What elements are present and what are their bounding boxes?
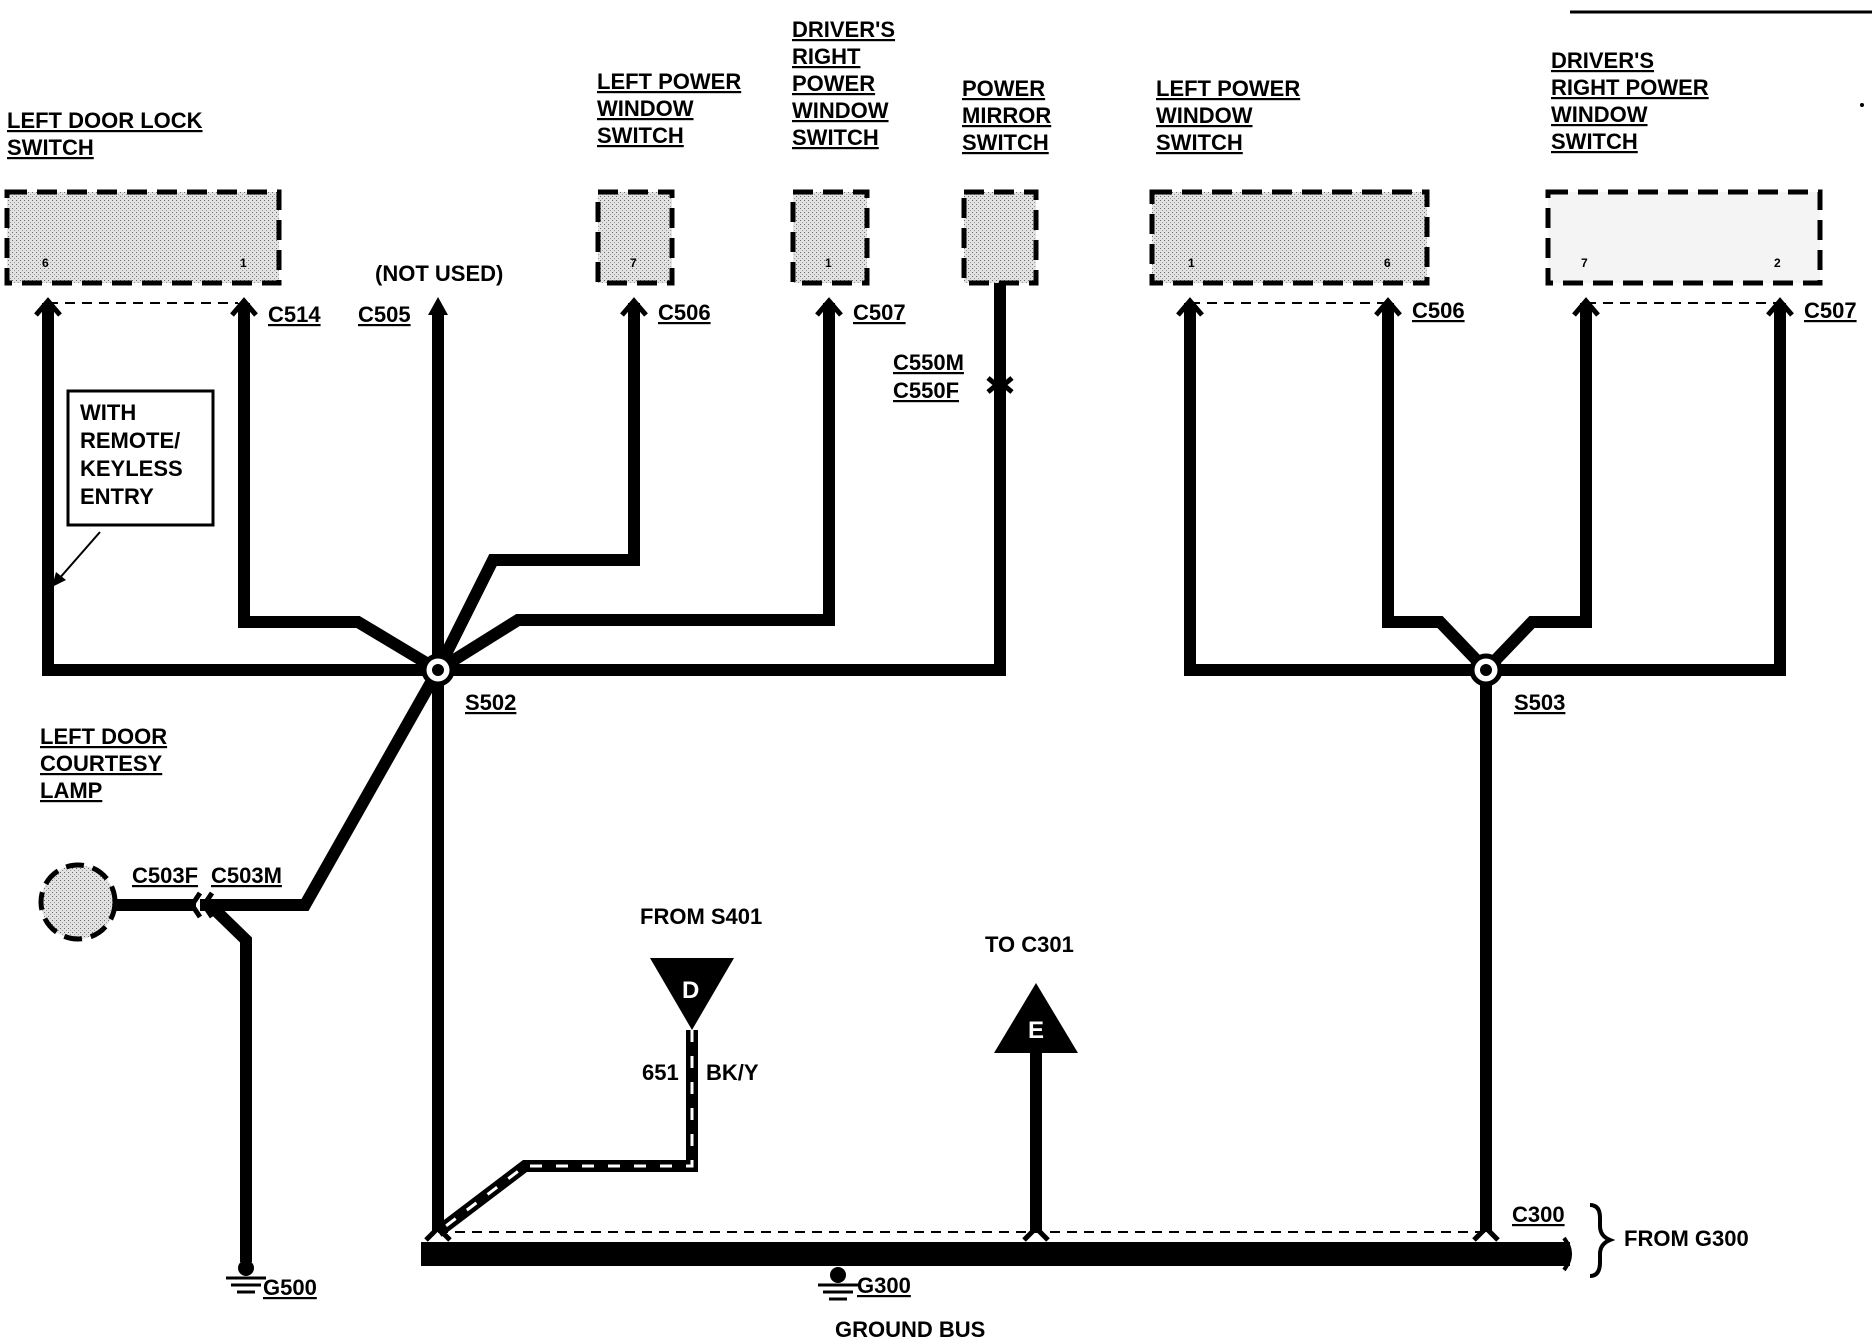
drivers-right-power-window-switch-2-label-2: RIGHT POWER <box>1551 75 1709 100</box>
courtesy-lamp-label-2: COURTESY <box>40 751 163 776</box>
connector-c300-label: C300 <box>1512 1202 1565 1227</box>
terminal-ticks <box>34 297 1794 317</box>
left-power-window-switch-2-label-3: SWITCH <box>1156 130 1243 155</box>
artifact-dot <box>1860 103 1864 107</box>
drivers-right-power-window-switch-1-label-3: POWER <box>792 71 875 96</box>
ground-g500-label: G500 <box>263 1275 317 1300</box>
drivers-right-power-window-switch-2-label-3: WINDOW <box>1551 102 1648 127</box>
pin-label: 1 <box>1188 256 1195 270</box>
splice-dot <box>432 664 444 676</box>
power-mirror-switch-label-3: SWITCH <box>962 130 1049 155</box>
drivers-right-power-window-switch-2-box: 7 2 <box>1545 189 1823 286</box>
courtesy-lamp-label-3: LAMP <box>40 778 102 803</box>
connector-c505-label: C505 <box>358 302 411 327</box>
bus-end-break-icon <box>1562 1236 1572 1272</box>
note-line-4: ENTRY <box>80 484 154 509</box>
brace-icon <box>1589 1203 1616 1278</box>
connector-c503m-label: C503M <box>211 863 282 888</box>
connector-c506-right-label: C506 <box>1412 298 1465 323</box>
splice-s503-label: S503 <box>1514 690 1565 715</box>
g500-ground-icon <box>226 1260 266 1294</box>
left-power-window-switch-1-label-2: WINDOW <box>597 96 694 121</box>
power-mirror-switch-label-1: POWER <box>962 76 1045 101</box>
splice-dot <box>1480 664 1492 676</box>
circuit-number-label: 651 <box>642 1060 679 1085</box>
from-s401-connector-icon: D <box>650 958 734 1030</box>
pin-label: 1 <box>825 256 832 270</box>
bk-y-wire <box>434 1030 698 1237</box>
note-line-2: REMOTE/ <box>80 428 180 453</box>
pin-label: 6 <box>42 256 49 270</box>
drivers-right-power-window-switch-2-label-1: DRIVER'S <box>1551 48 1654 73</box>
drivers-right-power-window-switch-1-label-5: SWITCH <box>792 125 879 150</box>
left-door-lock-switch-label-1: LEFT DOOR LOCK <box>7 108 203 133</box>
left-power-window-switch-1-label-1: LEFT POWER <box>597 69 741 94</box>
c550-inline-connector-icon <box>986 376 1014 394</box>
left-power-window-switch-1-label-3: SWITCH <box>597 123 684 148</box>
c503-inline-connector-icon <box>188 891 215 919</box>
wires-s503 <box>1184 303 1786 1232</box>
ground-g300-label: G300 <box>857 1273 911 1298</box>
c505-arrow-icon <box>428 297 448 315</box>
note-arrow-icon <box>52 531 101 587</box>
drivers-right-power-window-switch-1-label-4: WINDOW <box>792 98 889 123</box>
connector-c506-label: C506 <box>658 300 711 325</box>
left-door-lock-switch-label-2: SWITCH <box>7 135 94 160</box>
from-s401-label: FROM S401 <box>640 904 762 929</box>
connector-c507-right-label: C507 <box>1804 298 1857 323</box>
splice-s502-label: S502 <box>465 690 516 715</box>
connector-letter-e: E <box>1028 1017 1044 1044</box>
pin-label: 1 <box>240 256 247 270</box>
left-power-window-switch-1-box: 7 <box>595 189 675 286</box>
courtesy-lamp-label-1: LEFT DOOR <box>40 724 167 749</box>
ground-bus-label: GROUND BUS <box>835 1317 985 1342</box>
drivers-right-power-window-switch-1-label-1: DRIVER'S <box>792 17 895 42</box>
connector-c503f-label: C503F <box>132 863 198 888</box>
note-line-3: KEYLESS <box>80 456 183 481</box>
connector-c514-label: C514 <box>268 302 321 327</box>
wire-color-label: BK/Y <box>706 1060 759 1085</box>
remote-keyless-entry-note: WITH REMOTE/ KEYLESS ENTRY <box>66 389 215 527</box>
left-power-window-switch-2-label-2: WINDOW <box>1156 103 1253 128</box>
left-power-window-switch-2-box: 1 6 <box>1149 189 1430 286</box>
power-mirror-switch-label-2: MIRROR <box>962 103 1051 128</box>
note-line-1: WITH <box>80 400 136 425</box>
pin-label: 7 <box>630 256 637 270</box>
left-door-lock-switch-box: 6 1 <box>4 189 282 286</box>
g300-ground-icon <box>818 1267 858 1301</box>
not-used-note: (NOT USED) <box>375 261 503 286</box>
connector-c550f-label: C550F <box>893 378 959 403</box>
bus-terminal-ticks <box>424 1224 1500 1242</box>
courtesy-lamp-icon <box>38 862 118 942</box>
connector-letter-d: D <box>682 977 699 1004</box>
to-c301-connector-icon: E <box>994 983 1078 1053</box>
connector-c507-label: C507 <box>853 300 906 325</box>
from-g300-label: FROM G300 <box>1624 1226 1749 1251</box>
pin-label: 6 <box>1384 256 1391 270</box>
drivers-right-power-window-switch-2-label-4: SWITCH <box>1551 129 1638 154</box>
power-mirror-switch-box <box>961 189 1039 286</box>
drivers-right-power-window-switch-1-box: 1 <box>790 189 870 286</box>
wires-s502 <box>42 283 1006 1262</box>
to-c301-label: TO C301 <box>985 932 1074 957</box>
left-power-window-switch-2-label-1: LEFT POWER <box>1156 76 1300 101</box>
drivers-right-power-window-switch-1-label-2: RIGHT <box>792 44 861 69</box>
pin-label: 7 <box>1581 256 1588 270</box>
ground-bus-bar <box>421 1242 1570 1266</box>
connector-c550m-label: C550M <box>893 350 964 375</box>
pin-label: 2 <box>1774 256 1781 270</box>
